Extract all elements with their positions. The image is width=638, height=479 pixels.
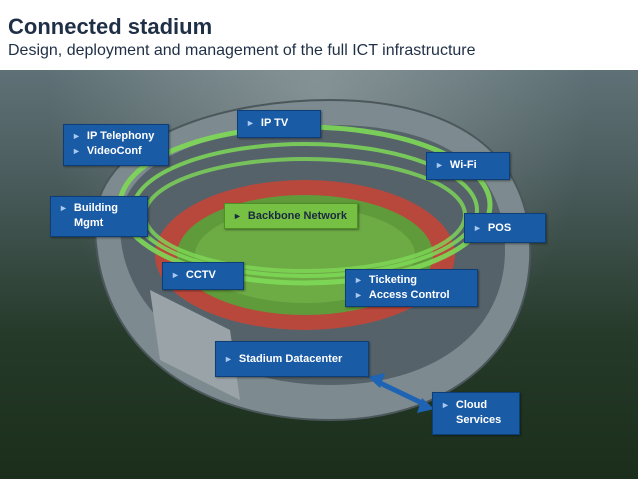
stadium-datacenter-box: ► Stadium Datacenter	[215, 341, 369, 377]
header: Connected stadium Design, deployment and…	[0, 0, 638, 70]
pos-box: ► POS	[464, 213, 546, 243]
building-mgmt-box: ► Building Mgmt	[50, 196, 148, 237]
ip-telephony-label: IP Telephony	[86, 130, 155, 142]
triangle-right-icon: ►	[435, 160, 444, 170]
triangle-right-icon: ►	[354, 290, 363, 300]
page-title: Connected stadium	[8, 14, 213, 39]
videoconf-label: VideoConf	[86, 145, 142, 157]
access-control-label: Access Control	[368, 289, 450, 301]
triangle-right-icon: ►	[72, 131, 81, 141]
ticketing-box: ► Ticketing ► Access Control	[345, 269, 478, 307]
cloud-label: Cloud	[455, 399, 488, 411]
triangle-right-icon: ►	[233, 211, 242, 221]
triangle-right-icon: ►	[224, 354, 233, 364]
triangle-right-icon: ►	[72, 146, 81, 156]
ip-tv-label: IP TV	[260, 117, 289, 129]
backbone-network-label: Backbone Network	[247, 210, 347, 222]
triangle-right-icon: ►	[354, 275, 363, 285]
ticketing-label: Ticketing	[368, 274, 418, 286]
triangle-right-icon: ►	[171, 270, 180, 280]
cloud-link-arrowhead-right	[417, 398, 434, 413]
triangle-right-icon: ►	[246, 118, 255, 128]
pos-label: POS	[487, 222, 512, 234]
mgmt-label: Mgmt	[74, 217, 104, 229]
building-label: Building	[73, 202, 118, 214]
backbone-network-box: ► Backbone Network	[224, 203, 358, 229]
triangle-right-icon: ►	[473, 223, 482, 233]
wifi-box: ► Wi-Fi	[426, 152, 510, 180]
cloud-link-arrow	[376, 379, 426, 407]
ip-telephony-box: ► IP Telephony ► VideoConf	[63, 124, 169, 166]
cctv-box: ► CCTV	[162, 262, 244, 290]
page-subtitle: Design, deployment and management of the…	[8, 42, 476, 59]
triangle-right-icon: ►	[59, 203, 68, 213]
services-label: Services	[456, 414, 502, 426]
cctv-label: CCTV	[185, 269, 216, 281]
cloud-link-arrowhead-left	[368, 373, 385, 388]
wifi-label: Wi-Fi	[449, 159, 477, 171]
ip-tv-box: ► IP TV	[237, 110, 321, 138]
cloud-services-box: ► Cloud Services	[432, 392, 520, 435]
stadium-datacenter-label: Stadium Datacenter	[238, 353, 343, 365]
triangle-right-icon: ►	[441, 400, 450, 410]
